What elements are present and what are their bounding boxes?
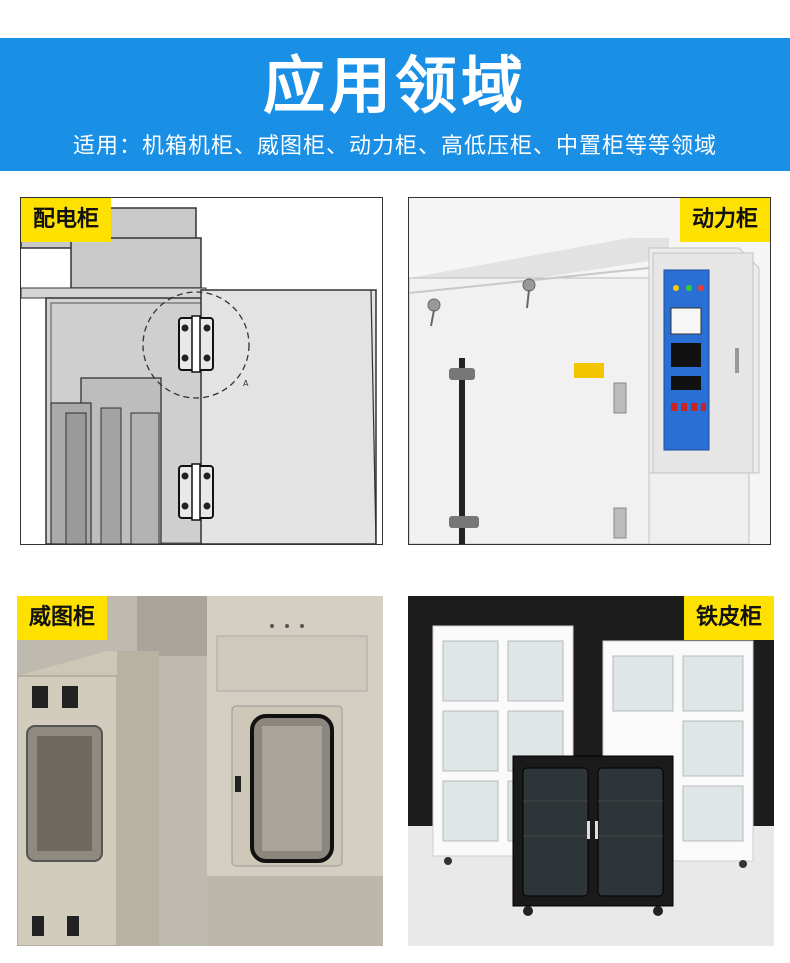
handle-icon	[427, 278, 536, 327]
control-panel-icon	[663, 269, 710, 451]
page-title: 应用领域	[262, 49, 527, 122]
panel-label: 动力柜	[679, 198, 770, 242]
hinge-icon	[178, 315, 214, 373]
sheet-metal-cabinet-illustration	[408, 596, 774, 946]
panel-label: 威图柜	[17, 596, 108, 640]
page-subtitle: 适用：机箱机柜、威图柜、动力柜、高低压柜、中置柜等等领域	[72, 134, 717, 159]
panel-distribution-cabinet: 配电柜 A	[20, 197, 383, 545]
panel-sheet-metal-cabinet: 铁皮柜	[408, 596, 774, 946]
panel-rittal-cabinet: 威图柜	[17, 596, 383, 946]
rittal-cabinet-illustration	[17, 596, 383, 946]
panel-label: 铁皮柜	[683, 596, 774, 640]
power-cabinet-illustration	[409, 198, 770, 544]
panel-label: 配电柜	[21, 198, 112, 242]
svg-text:A: A	[243, 379, 249, 388]
hinge-drawing-illustration: A	[21, 207, 377, 544]
header-banner: 应用领域 适用：机箱机柜、威图柜、动力柜、高低压柜、中置柜等等领域	[0, 38, 790, 171]
panel-power-cabinet: 动力柜	[408, 197, 771, 545]
